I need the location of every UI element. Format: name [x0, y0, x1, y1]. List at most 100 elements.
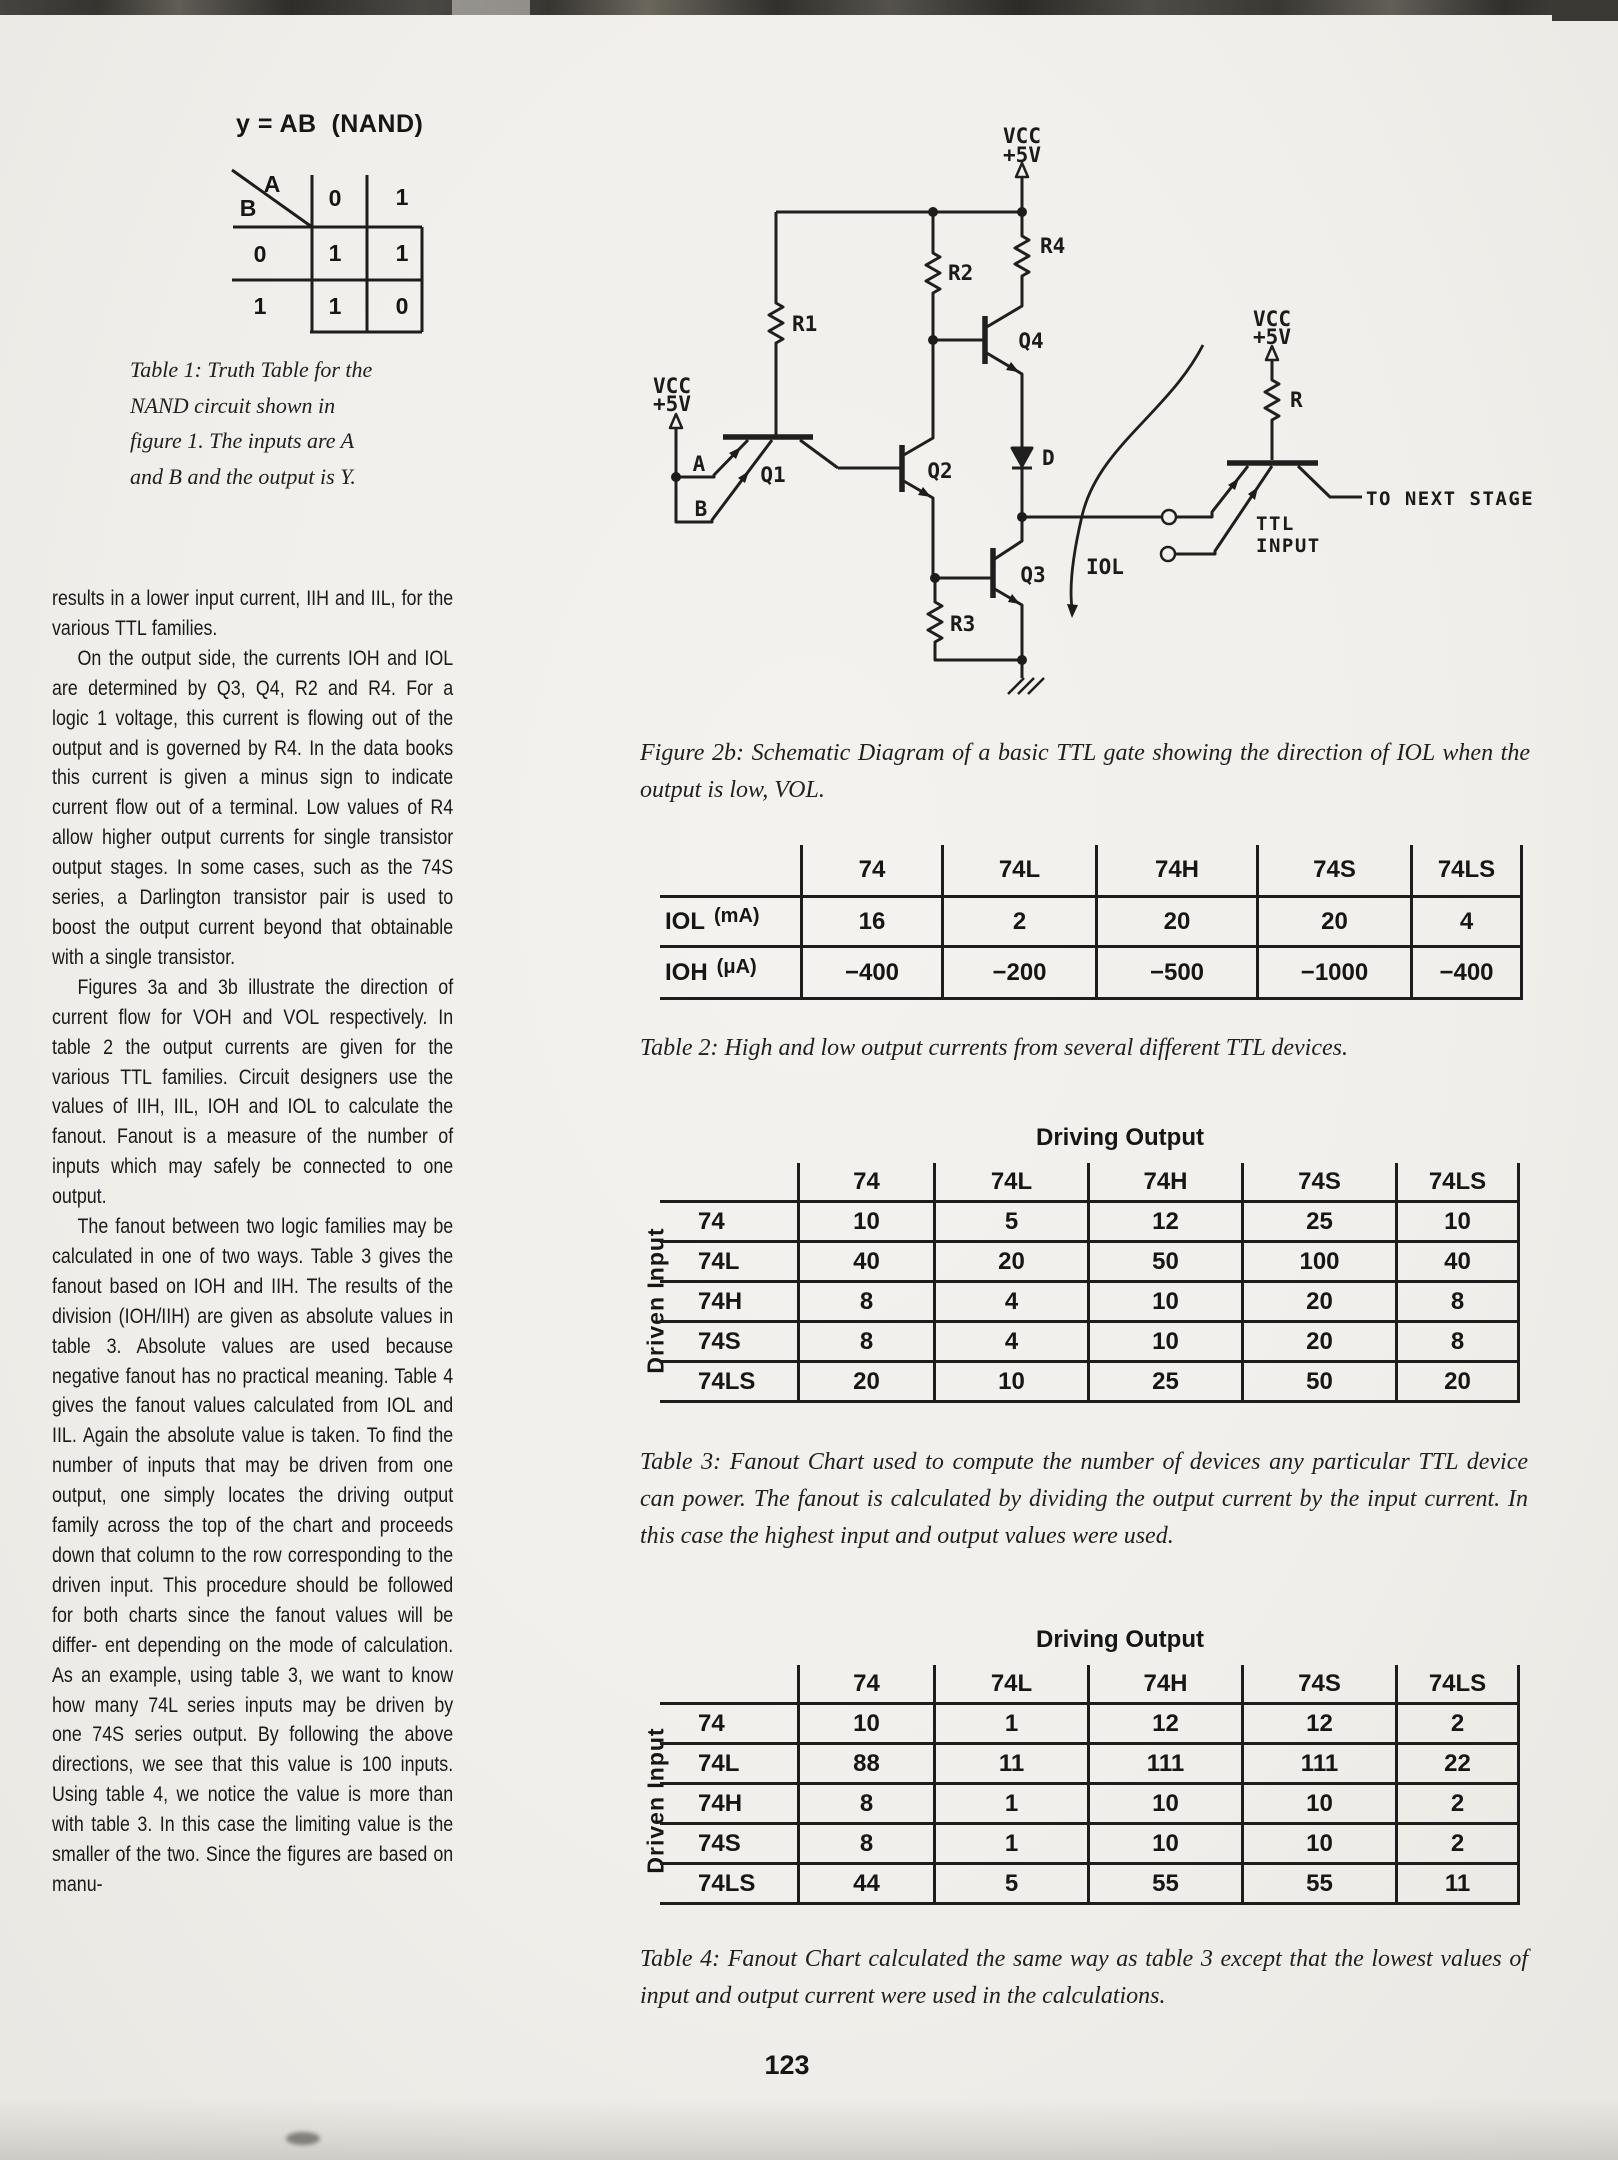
table-cell: 20 [1256, 898, 1410, 948]
table-cell: 16 [800, 898, 941, 948]
table-cell: 111 [1087, 1745, 1241, 1785]
body-paragraph: results in a lower input current, IIH an… [52, 587, 454, 640]
page-number: 123 [764, 2050, 810, 2080]
table-cell: 25 [1087, 1363, 1241, 1403]
ttl-label: TTL [1256, 513, 1295, 535]
table-cell: 20 [933, 1243, 1087, 1283]
table-col-header: 74 [800, 845, 941, 898]
table-cell: 10 [1241, 1825, 1395, 1865]
table-row-label: 74L [660, 1745, 797, 1785]
table2-output-currents: 74 74L 74H 74S 74LS IOL (mA) 16 2 20 20 … [660, 845, 1523, 1000]
table-cell: 4 [933, 1283, 1087, 1323]
table-col-header: 74 [797, 1665, 933, 1705]
table-cell: 20 [797, 1363, 933, 1403]
truth-cell: 0 [396, 293, 409, 319]
table-row-label: IOH (μA) [660, 948, 800, 1000]
table-cell: 2 [1395, 1785, 1520, 1825]
table-row-label: IOL (mA) [660, 898, 800, 948]
table-row-label: 74 [660, 1203, 797, 1243]
table-col-header: 74LS [1395, 1163, 1520, 1203]
table-cell: 20 [1241, 1283, 1395, 1323]
table-cell: 12 [1087, 1203, 1241, 1243]
table-corner-cell [660, 1665, 797, 1705]
table2-caption: Table 2: High and low output currents fr… [640, 1035, 1348, 1061]
table-cell: 50 [1241, 1363, 1395, 1403]
table-cell: 55 [1087, 1865, 1241, 1905]
table-cell: 10 [797, 1203, 933, 1243]
table4-fanout-chart: 74 74L 74H 74S 74LS 74 10 1 12 12 2 74L … [660, 1665, 1520, 1905]
table-row-label: 74L [660, 1243, 797, 1283]
table-cell: 44 [797, 1865, 933, 1905]
table-cell: 10 [1087, 1825, 1241, 1865]
truth-cell: 1 [396, 240, 409, 266]
table-cell: −1000 [1256, 948, 1410, 1000]
table-cell: 10 [1087, 1283, 1241, 1323]
table-row-label: 74S [660, 1323, 797, 1363]
scan-bottom-band [0, 2098, 1618, 2160]
table-cell: 5 [933, 1203, 1087, 1243]
table-cell: 40 [1395, 1243, 1520, 1283]
ttl-input-label: INPUT [1256, 535, 1321, 557]
iol-label: IOL [1086, 555, 1124, 579]
table-row-label: 74LS [660, 1865, 797, 1905]
table-cell: −400 [1410, 948, 1523, 1000]
table-cell: 10 [1087, 1785, 1241, 1825]
table-cell: 1 [933, 1825, 1087, 1865]
table-cell: 10 [933, 1363, 1087, 1403]
plus5v-label: +5V [653, 392, 691, 416]
table4-caption: Table 4: Fanout Chart calculated the sam… [640, 1946, 1528, 2009]
table-col-header: 74L [933, 1665, 1087, 1705]
table-cell: 40 [797, 1243, 933, 1283]
table-row-label: 74H [660, 1283, 797, 1323]
q2-label: Q2 [927, 459, 952, 483]
table-col-header: 74LS [1395, 1665, 1520, 1705]
truth-cell: 1 [329, 240, 342, 266]
table-col-header: 74H [1087, 1665, 1241, 1705]
plus5v-label: +5V [1253, 325, 1291, 349]
truth-row-var: B [240, 195, 257, 221]
table-cell: 8 [1395, 1283, 1520, 1323]
table-col-header: 74LS [1410, 845, 1523, 898]
unit-label: (μA) [716, 956, 757, 978]
table-cell: 100 [1241, 1243, 1395, 1283]
body-paragraph: Figures 3a and 3b illustrate the directi… [52, 975, 454, 1209]
table-corner-cell [660, 845, 800, 898]
figure2b-caption: Figure 2b: Schematic Diagram of a basic … [640, 740, 1530, 803]
table-col-header: 74S [1241, 1665, 1395, 1705]
r2-label: R2 [948, 261, 973, 285]
table-cell: 55 [1241, 1865, 1395, 1905]
r4-label: R4 [1040, 234, 1065, 258]
ttl-gate-schematic: VCC +5V VCC +5V VCC +5V R1 R2 R4 R3 R Q1… [653, 124, 1534, 695]
table-cell: 11 [933, 1745, 1087, 1785]
table-cell: 50 [1087, 1243, 1241, 1283]
table-cell: 10 [1395, 1203, 1520, 1243]
r3-label: R3 [950, 612, 975, 636]
r1-label: R1 [792, 312, 817, 336]
table-row-label: 74 [660, 1705, 797, 1745]
table-corner-cell [660, 1163, 797, 1203]
table-cell: 1 [933, 1705, 1087, 1745]
table-cell: 8 [797, 1323, 933, 1363]
table-cell: 88 [797, 1745, 933, 1785]
table-cell: 10 [1241, 1785, 1395, 1825]
table-cell: 2 [941, 898, 1095, 948]
scan-edge-corner [1552, 0, 1618, 21]
vcc-label: VCC [1253, 307, 1291, 331]
table-col-header: 74 [797, 1163, 933, 1203]
scan-smudge [286, 2132, 320, 2145]
table-cell: 20 [1395, 1363, 1520, 1403]
table-cell: 20 [1095, 898, 1256, 948]
truth-table-grid: A B 0 1 0 1 1 1 1 0 [231, 168, 424, 334]
junction-dots [671, 207, 1027, 665]
table-cell: 11 [1395, 1865, 1520, 1905]
table3-caption: Table 3: Fanout Chart used to compute th… [640, 1449, 1528, 1549]
table-row-label: 74H [660, 1785, 797, 1825]
truth-cell: 1 [329, 293, 342, 319]
nand-formula: y = AB (NAND) [236, 110, 424, 138]
plus5v-label: +5V [1003, 143, 1041, 167]
table-cell: 22 [1395, 1745, 1520, 1785]
table-col-header: 74H [1095, 845, 1256, 898]
table-cell: 8 [797, 1825, 933, 1865]
to-next-stage-label: TO NEXT STAGE [1366, 488, 1534, 510]
